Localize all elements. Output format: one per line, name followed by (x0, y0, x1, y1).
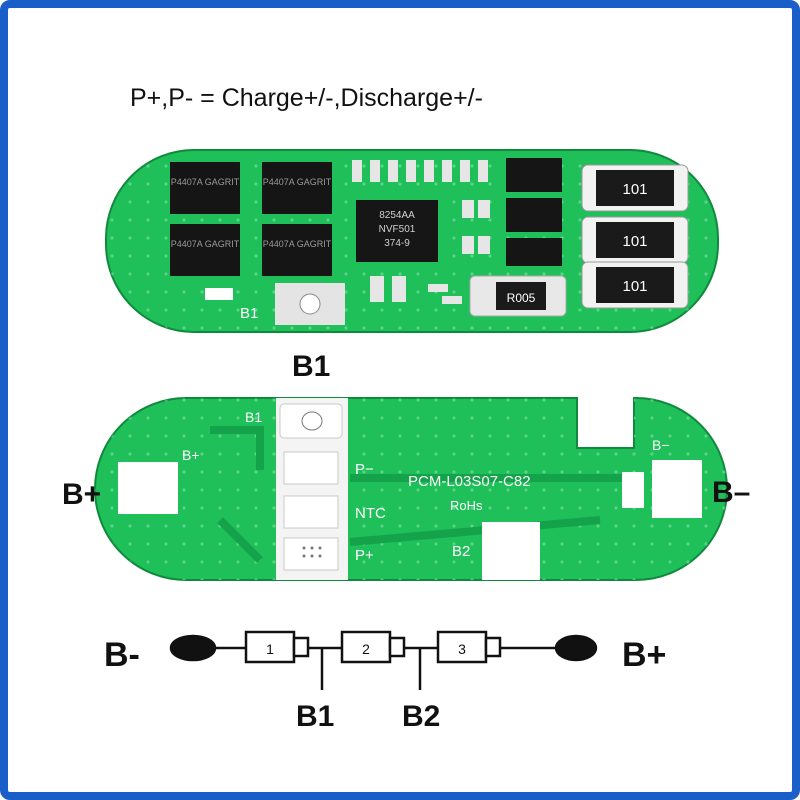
silk-ntc: NTC (355, 505, 386, 522)
side-label-bminus: B– (712, 476, 750, 509)
top-pcb-board: P4407A GAGRIT P4407A GAGRIT P4407A GAGRI… (105, 149, 719, 333)
shunt-resistor: R005 (469, 275, 567, 317)
smd-passives (352, 160, 490, 304)
schematic-b2-label: B2 (402, 700, 440, 733)
ntc-pad (283, 495, 339, 529)
bminus-terminal-dot (169, 634, 217, 662)
resistor-value: 101 (622, 181, 647, 198)
chip-mark: P4407A GAGRIT (171, 177, 240, 187)
chip-mark: P4407A GAGRIT (263, 177, 332, 187)
silk-p-minus: P− (355, 461, 374, 478)
silk-p-plus: P+ (355, 547, 374, 564)
cell-3-body (436, 630, 488, 664)
b1-mounting-hole (299, 293, 321, 315)
silk-b2: B2 (452, 543, 470, 560)
ic-mark-line: 374-9 (384, 238, 410, 249)
ic-mark-line: 8254AA (379, 210, 415, 221)
schematic-b1-label: B1 (296, 700, 334, 733)
cell-2-label: 2 (362, 641, 370, 657)
silk-b1: B1 (245, 409, 262, 425)
shunt-value: R005 (507, 291, 536, 305)
p-plus-pad (283, 537, 339, 571)
ic-mark-line: NVF501 (379, 224, 416, 235)
silk-bplus: B+ (182, 447, 200, 463)
cell-2-body (340, 630, 392, 664)
protection-ic: 8254AA NVF501 374-9 (356, 200, 438, 262)
schematic-bminus-label: B- (104, 636, 140, 674)
mosfet-chip-3: P4407A GAGRIT (170, 224, 240, 276)
resistor-101-3: 101 (581, 261, 689, 309)
bminus-pad (652, 460, 702, 518)
b2-pad (482, 522, 540, 580)
cell-1-cap (292, 636, 310, 658)
b1-tab-hole (301, 411, 323, 431)
cell-schematic (169, 630, 598, 690)
p-minus-pad (283, 451, 339, 485)
cell-3-label: 3 (458, 641, 466, 657)
resistor-101-1: 101 (581, 164, 689, 212)
bottom-pcb-board: B1 B+ B− P− NTC P+ PCM-L03S07-C82 RoHs B… (94, 397, 728, 581)
bplus-terminal-dot (554, 634, 598, 662)
pcb-traces (210, 426, 630, 563)
chip-mark: P4407A GAGRIT (171, 239, 240, 249)
side-label-bplus: B+ (62, 478, 101, 511)
top-silk-b1: B1 (240, 305, 258, 322)
cell-1-label: 1 (266, 641, 274, 657)
caption-text: P+,P- = Charge+/-,Discharge+/- (130, 84, 483, 112)
mosfet-chip-4: P4407A GAGRIT (262, 224, 332, 276)
p-plus-via-dots (302, 546, 322, 558)
mosfet-chip-1: P4407A GAGRIT (170, 162, 240, 214)
cell-2-cap (388, 636, 406, 658)
smd-cap (205, 288, 233, 300)
silk-bminus: B− (652, 437, 670, 453)
cell-3-cap (484, 636, 502, 658)
silk-rohs: RoHs (450, 498, 483, 513)
resistor-value: 101 (622, 278, 647, 295)
bminus-pad-tab (622, 472, 644, 508)
bplus-pad (118, 462, 178, 514)
b1-heading: B1 (292, 350, 330, 383)
resistor-101-2: 101 (581, 216, 689, 264)
resistor-value: 101 (622, 233, 647, 250)
sot-transistors (506, 158, 562, 266)
silk-part-number: PCM-L03S07-C82 (408, 473, 531, 490)
mosfet-chip-2: P4407A GAGRIT (262, 162, 332, 214)
chip-mark: P4407A GAGRIT (263, 239, 332, 249)
schematic-bplus-label: B+ (622, 636, 666, 674)
